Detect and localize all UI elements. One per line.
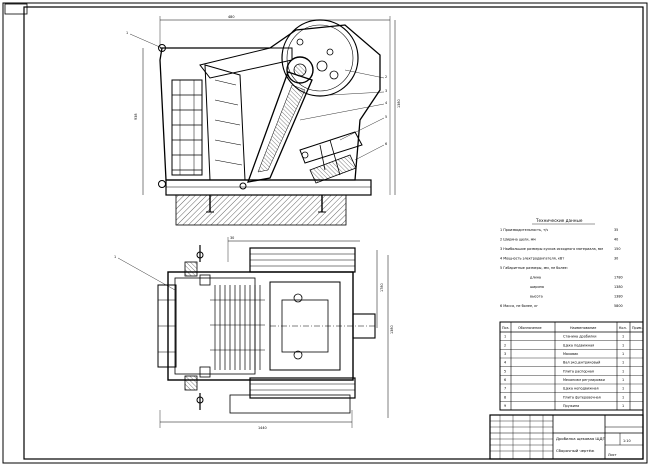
parts-row-name: Механизм регулировки	[563, 378, 605, 382]
parts-row-qty: 1	[622, 369, 624, 373]
spec-title: Технические данные	[535, 218, 583, 223]
title-line-2: Сборочный чертёж	[556, 448, 595, 453]
title-scale: 1:10	[623, 439, 631, 443]
parts-row-qty: 1	[622, 361, 624, 365]
dim-plan-bottom: 1440	[258, 426, 267, 430]
spec-row-value: 35	[614, 228, 618, 232]
spec-row-label: 4 Мощность электродвигателя, кВт	[500, 257, 564, 261]
spec-row-label: высота	[530, 295, 543, 299]
side-ribs	[171, 79, 203, 176]
parts-row-pos: 9	[504, 404, 506, 408]
parts-row-qty: 1	[622, 352, 624, 356]
parts-row-qty: 1	[622, 343, 624, 347]
parts-row-pos: 4	[504, 361, 506, 365]
parts-row-pos: 3	[504, 352, 506, 356]
parts-row-name: Станина дробилки	[563, 335, 597, 339]
stamp-box	[4, 3, 28, 15]
spec-row-label: ширина	[530, 285, 544, 289]
spec-row-label: 2 Ширина щели, мм	[500, 238, 536, 242]
plan-view: 30 1780 1380 1440	[114, 236, 394, 430]
leader-label-2: 2	[385, 75, 387, 79]
spec-row-label: 6 Масса, не более, кг	[500, 304, 538, 308]
parts-row-qty: 1	[622, 395, 624, 399]
jaw-plates-plan	[210, 285, 265, 370]
eccentric-shaft	[286, 56, 314, 84]
spec-row-value: 1380	[614, 285, 623, 289]
parts-row-pos: 1	[504, 335, 506, 339]
flywheel	[281, 19, 359, 97]
dim-plan-top: 30	[230, 236, 234, 240]
parts-row-pos: 6	[504, 378, 506, 382]
leader-label-plan-1: 1	[114, 255, 116, 259]
dim-plan-right-1: 1780	[380, 283, 384, 292]
parts-header-pos: Поз.	[502, 326, 510, 330]
parts-row-pos: 8	[504, 395, 506, 399]
parts-row-name: Вал эксцентриковый	[563, 361, 600, 365]
fixed-jaw	[204, 64, 246, 181]
springs-plan	[184, 261, 211, 391]
parts-row-pos: 7	[504, 387, 506, 391]
spec-row-label: длина	[530, 276, 541, 280]
spec-row-value: 150	[614, 247, 620, 251]
spec-row-value: 1380	[614, 295, 623, 299]
movable-jaw	[247, 71, 313, 183]
spec-row-value: 40	[614, 238, 618, 242]
dim-height-left: 938	[134, 114, 138, 120]
parts-table: Поз. Обозначение Наименование Кол. Прим.…	[499, 321, 644, 411]
parts-row-pos: 2	[504, 343, 506, 347]
parts-row-name: Плита футеровочная	[563, 395, 601, 399]
spec-rows: 1 Производительность, т/ч 35 2 Ширина щели…	[500, 228, 623, 308]
spec-row-value: 30	[614, 257, 618, 261]
parts-row-qty: 1	[622, 335, 624, 339]
spec-block: Технические данные 1 Производительность,…	[500, 218, 623, 308]
foundation	[175, 194, 347, 226]
title-line-1: Дробилка щековая ЩДП	[556, 436, 605, 441]
title-sheet: Лист	[608, 453, 617, 457]
dim-top-width: 480	[228, 15, 234, 19]
spec-row-label: 3 Наибольшие размеры кусков исходного ма…	[500, 247, 603, 251]
parts-row-name: Пружина	[563, 404, 579, 408]
parts-header-designation: Обозначение	[518, 326, 542, 330]
dim-height-right: 1380	[397, 99, 401, 108]
parts-row-name: Щека неподвижная	[563, 387, 599, 391]
spec-row-label: 1 Производительность, т/ч	[500, 228, 548, 232]
spec-row-label: 5 Габаритные размеры, мм, не более:	[500, 266, 568, 270]
spec-row-value: 1780	[614, 276, 623, 280]
dim-plan-right-2: 1380	[390, 325, 394, 334]
parts-row-name: Щека подвижная	[563, 343, 594, 347]
parts-rows: 1 Станина дробилки 1 2 Щека подвижная 1 3 Махов…	[500, 335, 643, 408]
leader-label-4: 4	[385, 101, 387, 105]
parts-header-note: Прим.	[632, 326, 643, 330]
spec-row-value: 5800	[614, 304, 623, 308]
parts-row-pos: 5	[504, 369, 506, 373]
parts-row-name: Маховик	[563, 352, 578, 356]
leader-label-3: 3	[385, 89, 387, 93]
parts-row-qty: 1	[622, 387, 624, 391]
leader-label-6: 6	[385, 142, 387, 146]
leader-label-5: 5	[385, 115, 387, 119]
tension-mechanism	[299, 131, 363, 184]
parts-header-qty: Кол.	[619, 326, 627, 330]
parts-row-qty: 1	[622, 378, 624, 382]
drawing-frame	[23, 6, 644, 460]
parts-header-name: Наименование	[570, 326, 596, 330]
parts-row-name: Плита распорная	[563, 369, 594, 373]
title-block: Дробилка щековая ЩДП Сборочный чертёж 1:…	[489, 414, 644, 460]
side-view: 480 938 1380	[126, 15, 401, 226]
parts-row-qty: 1	[622, 404, 624, 408]
leader-label-1: 1	[126, 31, 128, 35]
